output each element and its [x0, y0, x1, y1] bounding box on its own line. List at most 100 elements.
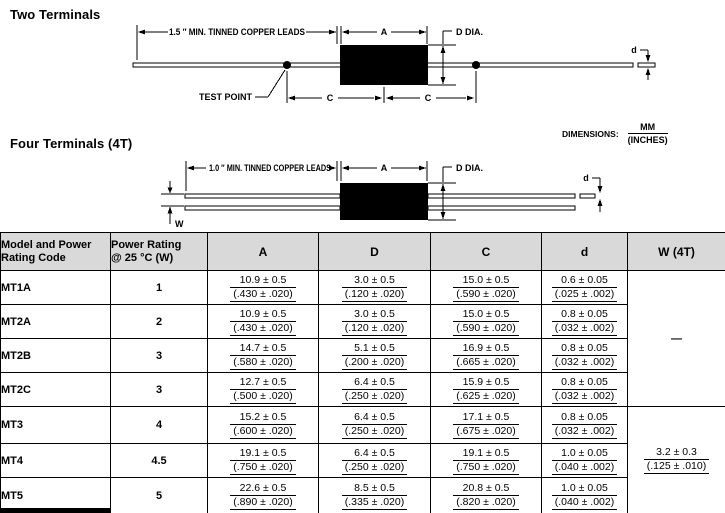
header-w4t: W (4T) — [627, 232, 725, 271]
dim-d-body-cell: 6.4 ± 0.5(.250 ± .020) — [318, 406, 431, 444]
dim-d-body-cell: 3.0 ± 0.5(.120 ± .020) — [318, 270, 431, 305]
value-inch: (.430 ± .020) — [230, 288, 296, 302]
model-cell: MT2B — [0, 338, 111, 373]
table-row: MT4 4.5 19.1 ± 0.5(.750 ± .020) 6.4 ± 0.… — [0, 443, 725, 478]
value-mm: 1.0 ± 0.05 — [551, 482, 618, 496]
value-inch: (.750 ± .020) — [453, 461, 519, 475]
value-inch: (.250 ± .020) — [341, 461, 408, 475]
value-mm: 6.4 ± 0.5 — [341, 376, 408, 390]
value-inch: (.250 ± .020) — [341, 425, 408, 439]
dim-c-cell: 19.1 ± 0.5(.750 ± .020) — [430, 443, 542, 478]
value-mm: 16.9 ± 0.5 — [453, 342, 519, 356]
dim-c-cell: 15.0 ± 0.5(.590 ± .020) — [430, 270, 542, 305]
leads-dimension — [136, 25, 338, 60]
value-mm: 15.2 ± 0.5 — [230, 411, 296, 425]
value-mm: 3.0 ± 0.5 — [341, 274, 408, 288]
value-mm: 14.7 ± 0.5 — [230, 342, 296, 356]
power-cell: 4.5 — [110, 443, 208, 478]
value-mm: 3.2 ± 0.3 — [643, 446, 710, 460]
value-mm: 0.6 ± 0.05 — [551, 274, 618, 288]
value-mm: 12.7 ± 0.5 — [230, 376, 296, 390]
model-cell: MT2C — [0, 372, 111, 407]
power-cell: 1 — [110, 270, 208, 305]
value-mm: 5.1 ± 0.5 — [341, 342, 408, 356]
dim-c-cell: 16.9 ± 0.5(.665 ± .020) — [430, 338, 542, 373]
dim-d-lead-cell: 1.0 ± 0.05(.040 ± .002) — [541, 443, 628, 478]
header-line: Rating Code — [1, 251, 66, 264]
test-point-dots — [283, 61, 480, 69]
header-d-body: D — [318, 232, 431, 271]
value-inch: (.750 ± .020) — [230, 461, 296, 475]
dim-w — [161, 181, 184, 224]
dim-d-body-cell: 5.1 ± 0.5(.200 ± .020) — [318, 338, 431, 373]
value-mm: 0.8 ± 0.05 — [551, 342, 618, 356]
value-mm: 1.0 ± 0.05 — [551, 447, 618, 461]
dim-d-body-cell: 6.4 ± 0.5(.250 ± .020) — [318, 372, 431, 407]
value-inch: (.032 ± .002) — [551, 322, 618, 336]
value-inch: (.890 ± .020) — [230, 496, 296, 510]
value-inch: (.580 ± .020) — [230, 356, 296, 370]
value-inch: (.430 ± .020) — [230, 322, 296, 336]
unit-inches: (INCHES) — [627, 135, 668, 145]
value-inch: (.200 ± .020) — [341, 356, 408, 370]
four-terminal-diagram: 1.0 ″ MIN. TINNED COPPER LEADS A D DIA. — [161, 161, 603, 229]
dim-c-cell: 15.9 ± 0.5(.625 ± .020) — [430, 372, 542, 407]
lead-wires — [184, 193, 596, 211]
dim-d-lead — [640, 49, 651, 80]
value-mm: 6.4 ± 0.5 — [341, 411, 408, 425]
model-cell: MT4 — [0, 443, 111, 478]
dim-a-cell: 22.6 ± 0.5(.890 ± .020) — [207, 477, 319, 513]
unit-mm: MM — [627, 122, 668, 134]
value-inch: (.250 ± .020) — [341, 390, 408, 404]
leads-note-label: 1.0 ″ MIN. TINNED COPPER LEADS — [209, 163, 331, 173]
table-row: MT1A 1 10.9 ± 0.5(.430 ± .020) 3.0 ± 0.5… — [0, 270, 725, 407]
header-model: Model and Power Rating Code — [0, 232, 111, 271]
dim-d-lead — [592, 177, 603, 212]
dimension-table: Model and Power Rating Code Power Rating… — [0, 232, 725, 513]
dim-c-left-label: C — [327, 93, 334, 103]
dim-d-body-cell: 3.0 ± 0.5(.120 ± .020) — [318, 304, 431, 339]
component-body — [340, 45, 428, 85]
dim-d-lead-cell: 0.8 ± 0.05(.032 ± .002) — [541, 338, 628, 373]
two-terminal-diagram: 1.5 ″ MIN. TINNED COPPER LEADS A D DIA. — [132, 25, 656, 103]
power-cell: 3 — [110, 338, 208, 373]
value-inch: (.032 ± .002) — [551, 356, 618, 370]
power-cell: 4 — [110, 406, 208, 444]
value-inch: (.500 ± .020) — [230, 390, 296, 404]
table-row: MT2A 2 10.9 ± 0.5(.430 ± .020) 3.0 ± 0.5… — [0, 304, 725, 339]
value-mm: 6.4 ± 0.5 — [341, 447, 408, 461]
dim-d-lead-cell: 0.8 ± 0.05(.032 ± .002) — [541, 406, 628, 444]
value-mm: 20.8 ± 0.5 — [453, 482, 519, 496]
dim-a-cell: 15.2 ± 0.5(.600 ± .020) — [207, 406, 319, 444]
value-inch: (.590 ± .020) — [453, 322, 519, 336]
dim-a-cell: 12.7 ± 0.5(.500 ± .020) — [207, 372, 319, 407]
value-inch: (.040 ± .002) — [551, 461, 618, 475]
dim-c-cell: 17.1 ± 0.5(.675 ± .020) — [430, 406, 542, 444]
dim-w-label: W — [175, 219, 184, 229]
header-a: A — [207, 232, 319, 271]
header-row: Model and Power Rating Code Power Rating… — [0, 232, 725, 271]
value-inch: (.040 ± .002) — [551, 496, 618, 510]
section-title-four-terminals: Four Terminals (4T) — [10, 136, 133, 151]
dim-c-cell: 20.8 ± 0.5(.820 ± .020) — [430, 477, 542, 513]
test-point-callout — [255, 69, 286, 98]
dimensions-legend: DIMENSIONS: MM (INCHES) — [562, 122, 668, 146]
value-inch: (.120 ± .020) — [341, 322, 408, 336]
w4t-not-applicable-cell: — — [627, 270, 725, 407]
dim-d-label: d — [631, 45, 637, 55]
leads-note-label: 1.5 ″ MIN. TINNED COPPER LEADS — [169, 27, 305, 37]
dim-d-dia — [428, 30, 456, 86]
power-cell: 5 — [110, 477, 208, 513]
dim-a — [340, 161, 428, 181]
terminal-diagrams: 1.5 ″ MIN. TINNED COPPER LEADS A D DIA. — [132, 25, 656, 229]
value-mm: 15.9 ± 0.5 — [453, 376, 519, 390]
header-line: Power Rating — [111, 238, 182, 251]
dim-d-lead-cell: 0.8 ± 0.05(.032 ± .002) — [541, 304, 628, 339]
dim-d-lead-cell: 1.0 ± 0.05(.040 ± .002) — [541, 477, 628, 513]
header-line: Model and Power — [1, 238, 92, 251]
dim-a — [340, 26, 428, 44]
dim-d-body-cell: 8.5 ± 0.5(.335 ± .020) — [318, 477, 431, 513]
table-row: MT3 4 15.2 ± 0.5(.600 ± .020) 6.4 ± 0.5(… — [0, 406, 725, 513]
power-cell: 3 — [110, 372, 208, 407]
